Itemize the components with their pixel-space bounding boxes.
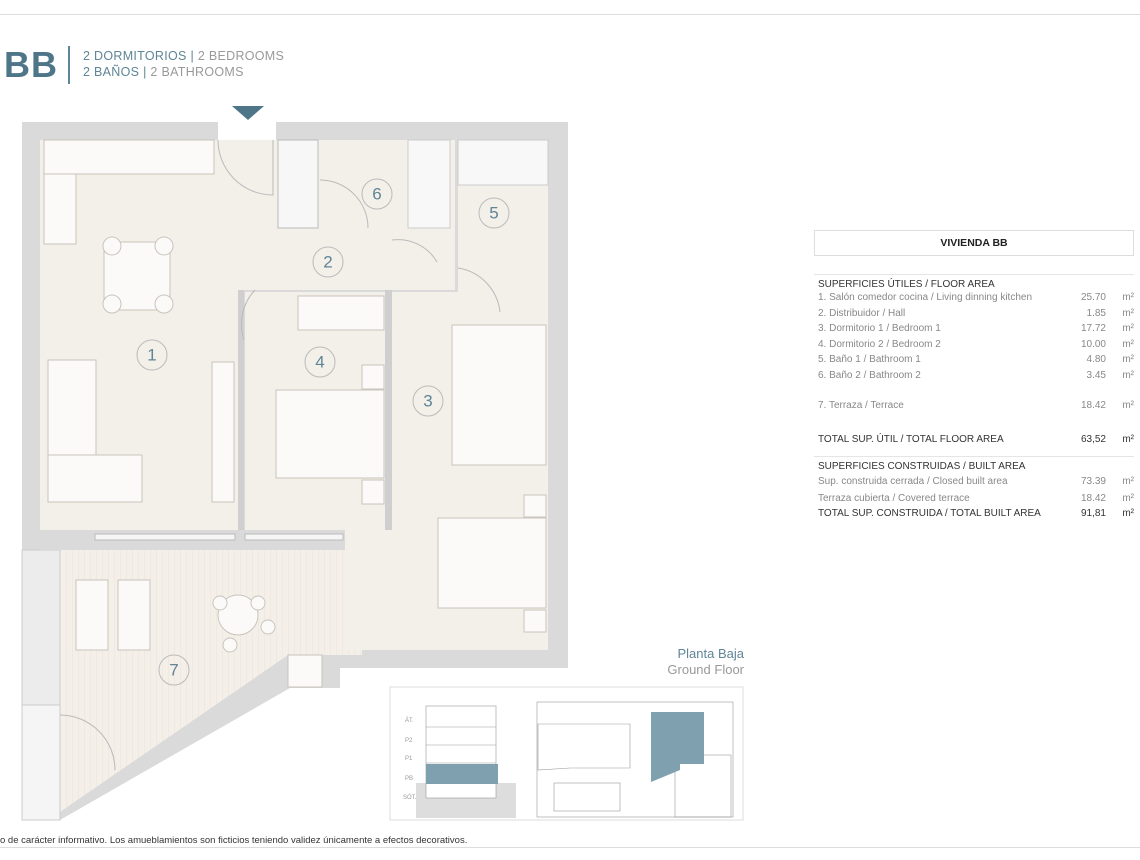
room-number: 2	[323, 253, 332, 272]
row-unit: m²	[1122, 476, 1134, 487]
level-label: ÁT.	[405, 717, 414, 724]
row-label: Terraza cubierta / Covered terrace	[818, 492, 970, 504]
level-label: PB	[405, 776, 413, 782]
row-value: 73.39	[1080, 476, 1106, 487]
bedrooms-line: 2 DORMITORIOS | 2 BEDROOMS	[83, 49, 284, 63]
furniture	[43, 139, 547, 688]
table-row: 2. Distribuidor / Hall 1.85 m²	[814, 306, 1134, 322]
shower	[457, 139, 549, 186]
row-value: 63,52	[1080, 433, 1106, 445]
row-value: 3.45	[1086, 369, 1106, 381]
row-value: 18.42	[1080, 400, 1106, 411]
room-label-3: 3	[412, 385, 444, 417]
row-unit: m²	[1122, 307, 1134, 319]
room-number: 6	[372, 185, 381, 204]
row-label: 4. Dormitorio 2 / Bedroom 2	[818, 338, 941, 350]
planter	[21, 549, 61, 706]
row-label: 2. Distribuidor / Hall	[818, 307, 906, 319]
room-label-6: 6	[361, 178, 393, 210]
row-unit: m²	[1122, 400, 1134, 411]
bathrooms-en: 2 BATHROOMS	[150, 65, 244, 79]
table-row: Sup. construida cerrada / Closed built a…	[814, 474, 1134, 490]
room-number: 7	[169, 661, 178, 680]
built-area-heading: SUPERFICIES CONSTRUIDAS / BUILT AREA	[814, 456, 1134, 472]
row-value: 4.80	[1086, 354, 1106, 365]
separator: |	[190, 49, 195, 63]
row-label: 5. Baño 1 / Bathroom 1	[818, 354, 921, 365]
bottom-rule	[0, 847, 1140, 848]
table-row: Terraza cubierta / Covered terrace 18.42 m…	[814, 491, 1134, 507]
room-label-5: 5	[478, 197, 510, 229]
doors	[59, 139, 501, 771]
room-number: 5	[489, 204, 498, 223]
entrance-arrow-icon	[232, 106, 264, 120]
top-rule	[0, 14, 1140, 15]
row-unit: m²	[1122, 338, 1134, 350]
room-label-4: 4	[304, 346, 336, 378]
header-divider	[68, 46, 70, 84]
row-unit: m²	[1122, 369, 1134, 381]
row-unit: m²	[1122, 292, 1134, 303]
disclaimer: o de carácter informativo. Los amueblami…	[0, 835, 468, 846]
row-value: 1.85	[1086, 307, 1106, 319]
row-label: TOTAL SUP. ÚTIL / TOTAL FLOOR AREA	[818, 433, 1004, 445]
bathrooms-line: 2 BAÑOS | 2 BATHROOMS	[83, 65, 244, 79]
bathrooms-es: 2 BAÑOS	[83, 65, 140, 79]
shower	[407, 139, 451, 229]
room-label-1: 1	[136, 339, 168, 371]
window	[244, 533, 344, 541]
room-label-2: 2	[312, 246, 344, 278]
row-unit: m²	[1122, 354, 1134, 365]
floor-area-heading: SUPERFICIES ÚTILES / FLOOR AREA	[814, 274, 1134, 290]
row-value: 91,81	[1080, 508, 1106, 519]
unit-code: BB	[4, 44, 58, 85]
row-value: 10.00	[1080, 338, 1106, 350]
total-built-row: TOTAL SUP. CONSTRUIDA / TOTAL BUILT AREA…	[814, 506, 1134, 522]
room-label-7: 7	[158, 654, 190, 686]
row-unit: m²	[1122, 492, 1134, 504]
row-value: 17.72	[1080, 323, 1106, 334]
row-unit: m²	[1122, 508, 1134, 519]
floor-name-es: Planta Baja	[677, 646, 745, 661]
table-title: VIVIENDA BB	[814, 230, 1134, 256]
closet	[277, 139, 319, 229]
table-row: 6. Baño 2 / Bathroom 2 3.45 m²	[814, 368, 1134, 384]
row-unit: m²	[1122, 323, 1134, 334]
room-number: 3	[423, 392, 432, 411]
separator: |	[143, 65, 147, 79]
floor-name: Planta Baja Ground Floor	[667, 646, 744, 678]
area-table: VIVIENDA BB SUPERFICIES ÚTILES / FLOOR A…	[814, 230, 1134, 522]
row-label: 1. Salón comedor cocina / Living dinning…	[818, 292, 1033, 303]
level-label: P1	[405, 756, 413, 762]
total-floor-row: TOTAL SUP. ÚTIL / TOTAL FLOOR AREA 63,52 m…	[814, 432, 1134, 448]
row-label: TOTAL SUP. CONSTRUIDA / TOTAL BUILT AREA	[818, 508, 1041, 519]
bedrooms-es: 2 DORMITORIOS	[83, 49, 187, 63]
table-row: 4. Dormitorio 2 / Bedroom 2 10.00 m²	[814, 337, 1134, 353]
row-value: 18.42	[1080, 492, 1106, 504]
room-number: 4	[315, 353, 324, 372]
row-value: 25.70	[1080, 292, 1106, 303]
room-bedroom1-alcove	[345, 530, 392, 650]
level-label: SÓT.	[403, 794, 417, 801]
level-label: P2	[405, 738, 413, 744]
row-label: 6. Baño 2 / Bathroom 2	[818, 369, 921, 381]
table-row: 5. Baño 1 / Bathroom 1 4.80 m²	[814, 352, 1134, 368]
room-number: 1	[147, 346, 156, 365]
row-label: 3. Dormitorio 1 / Bedroom 1	[818, 323, 941, 334]
row-label: 7. Terraza / Terrace	[818, 400, 904, 411]
row-unit: m²	[1122, 433, 1134, 445]
terrace-gate	[21, 704, 61, 821]
floor-name-en: Ground Floor	[667, 662, 744, 677]
wall	[238, 290, 244, 530]
table-row: 3. Dormitorio 1 / Bedroom 1 17.72 m²	[814, 321, 1134, 337]
row-label: Sup. construida cerrada / Closed built a…	[818, 476, 1008, 487]
window	[94, 533, 236, 541]
bedrooms-en: 2 BEDROOMS	[197, 49, 285, 63]
terrace-row: 7. Terraza / Terrace 18.42 m²	[814, 398, 1134, 414]
key-plan: ÁT. P2 P1 PB SÓT.	[389, 686, 744, 821]
wall	[385, 290, 392, 530]
table-row: 1. Salón comedor cocina / Living dinning…	[814, 290, 1134, 306]
